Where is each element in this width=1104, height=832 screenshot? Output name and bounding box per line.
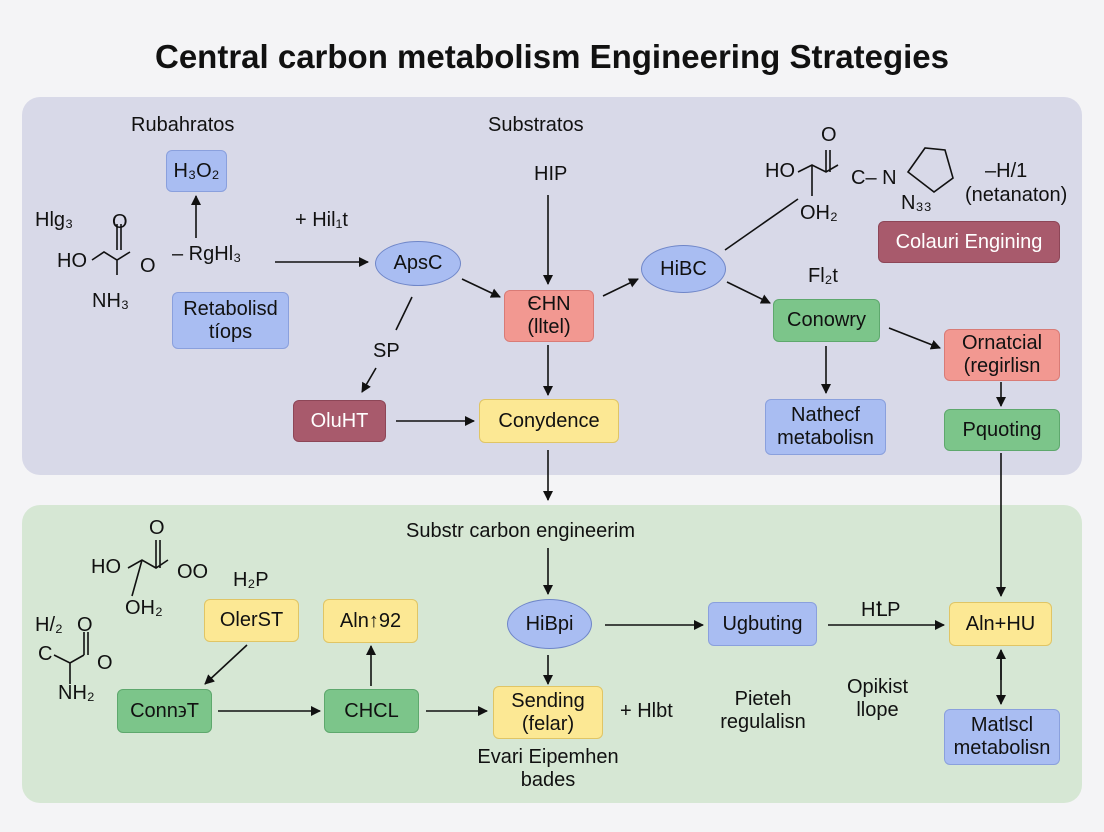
text-opikist: Opikist llope xyxy=(846,676,909,721)
text-hlg3: Hlg₃ xyxy=(35,209,74,231)
node-retabolisd[interactable]: Retabolisd tíops xyxy=(172,292,289,349)
line-apsc-sp xyxy=(395,296,413,331)
node-hibpi[interactable]: HiBpi xyxy=(507,599,592,649)
text-h2: H/₂ xyxy=(35,614,63,636)
node-matlscl[interactable]: Matlscl metabolisn xyxy=(944,709,1060,765)
node-hibc[interactable]: HiBC xyxy=(641,245,726,293)
node-sending[interactable]: Sending (felar) xyxy=(493,686,603,739)
text-fl2t: Fl₂t xyxy=(808,265,838,287)
text-nh2: NH₂ xyxy=(58,682,95,704)
text-rghl3: – RgHl₃ xyxy=(172,243,242,265)
top-center-label: Substratos xyxy=(488,114,584,136)
node-alnt92[interactable]: Aln↑92 xyxy=(323,599,418,643)
text-plus-hil: + Hil₁t xyxy=(295,209,348,231)
arrow-conowry-ornatcial xyxy=(888,327,941,350)
text-oh2-right: OH₂ xyxy=(800,202,838,224)
node-connot[interactable]: Conn϶T xyxy=(117,689,212,733)
text-evari: Evari Eipemhen bades xyxy=(477,746,619,791)
node-ugbuting[interactable]: Ugbuting xyxy=(708,602,817,646)
text-oh2: OH₂ xyxy=(125,597,163,619)
arrow-olerst-connot xyxy=(204,644,248,685)
text-hip: HIP xyxy=(534,163,568,185)
text-o-left: O xyxy=(112,211,128,233)
text-o-side: O xyxy=(97,652,113,674)
text-oo: OO xyxy=(177,561,209,583)
arrow-hibc-conowry xyxy=(726,281,771,304)
bond-bottom-molecule-2 xyxy=(53,632,89,684)
node-fhn[interactable]: ЄHN (lltel) xyxy=(504,290,594,342)
bottom-center-label: Substr carbon engineerim xyxy=(406,520,636,542)
node-pquoting[interactable]: Pquoting xyxy=(944,409,1060,451)
text-o-top: O xyxy=(149,517,165,539)
node-nathecf[interactable]: Nathecf metabolisn xyxy=(765,399,886,455)
text-plus-hlbt: + Hlbt xyxy=(620,700,673,722)
ring-right-molecule xyxy=(906,147,954,194)
arrow-apsc-fhn xyxy=(461,278,501,298)
text-o-mid: O xyxy=(77,614,93,636)
node-chcl[interactable]: CHCL xyxy=(324,689,419,733)
page-title: Central carbon metabolism Engineering St… xyxy=(154,38,950,75)
node-conowry[interactable]: Conowry xyxy=(773,299,880,342)
top-left-label: Rubahratos xyxy=(131,114,235,136)
text-nh3-left: NH₃ xyxy=(92,290,130,312)
text-ho: HO xyxy=(91,556,121,578)
node-olerst[interactable]: OlerST xyxy=(204,599,299,642)
text-pieteh: Pieteh regulalisn xyxy=(720,688,806,733)
arrow-sp-oluht xyxy=(361,367,377,393)
node-apsc[interactable]: ApsC xyxy=(375,241,461,286)
text-c: C xyxy=(38,643,53,665)
node-colauri[interactable]: Colauri Engining xyxy=(878,221,1060,263)
node-conydence[interactable]: Conydence xyxy=(479,399,619,443)
bond-left-molecule xyxy=(91,224,131,275)
node-h3o2[interactable]: H₃O₂ xyxy=(166,150,227,192)
text-c-n: C– N xyxy=(851,167,897,189)
text-netanaton: (netanaton) xyxy=(965,184,1068,206)
text-n3-right: N₃₃ xyxy=(901,192,932,214)
text-sp: SP xyxy=(373,340,400,362)
node-ornatcial[interactable]: Ornatcial (regirlisn xyxy=(944,329,1060,381)
line-hibc-molecule xyxy=(724,198,799,251)
node-oluht[interactable]: OluHT xyxy=(293,400,386,442)
arrow-fhn-hibc xyxy=(602,278,639,297)
node-alnhu[interactable]: Aln+HU xyxy=(949,602,1052,646)
text-h1: –H/1 xyxy=(985,160,1028,182)
text-h2p: H₂P xyxy=(233,569,269,591)
text-ho-right: HO xyxy=(765,160,795,182)
text-o2-left: O xyxy=(140,255,156,277)
lower-panel xyxy=(22,505,1082,803)
text-o-right: O xyxy=(821,124,837,146)
text-hlp: HꝈP xyxy=(861,599,901,621)
bond-right-molecule xyxy=(797,150,839,196)
text-ho-left: HO xyxy=(57,250,87,272)
bond-bottom-molecule-1 xyxy=(127,540,169,597)
